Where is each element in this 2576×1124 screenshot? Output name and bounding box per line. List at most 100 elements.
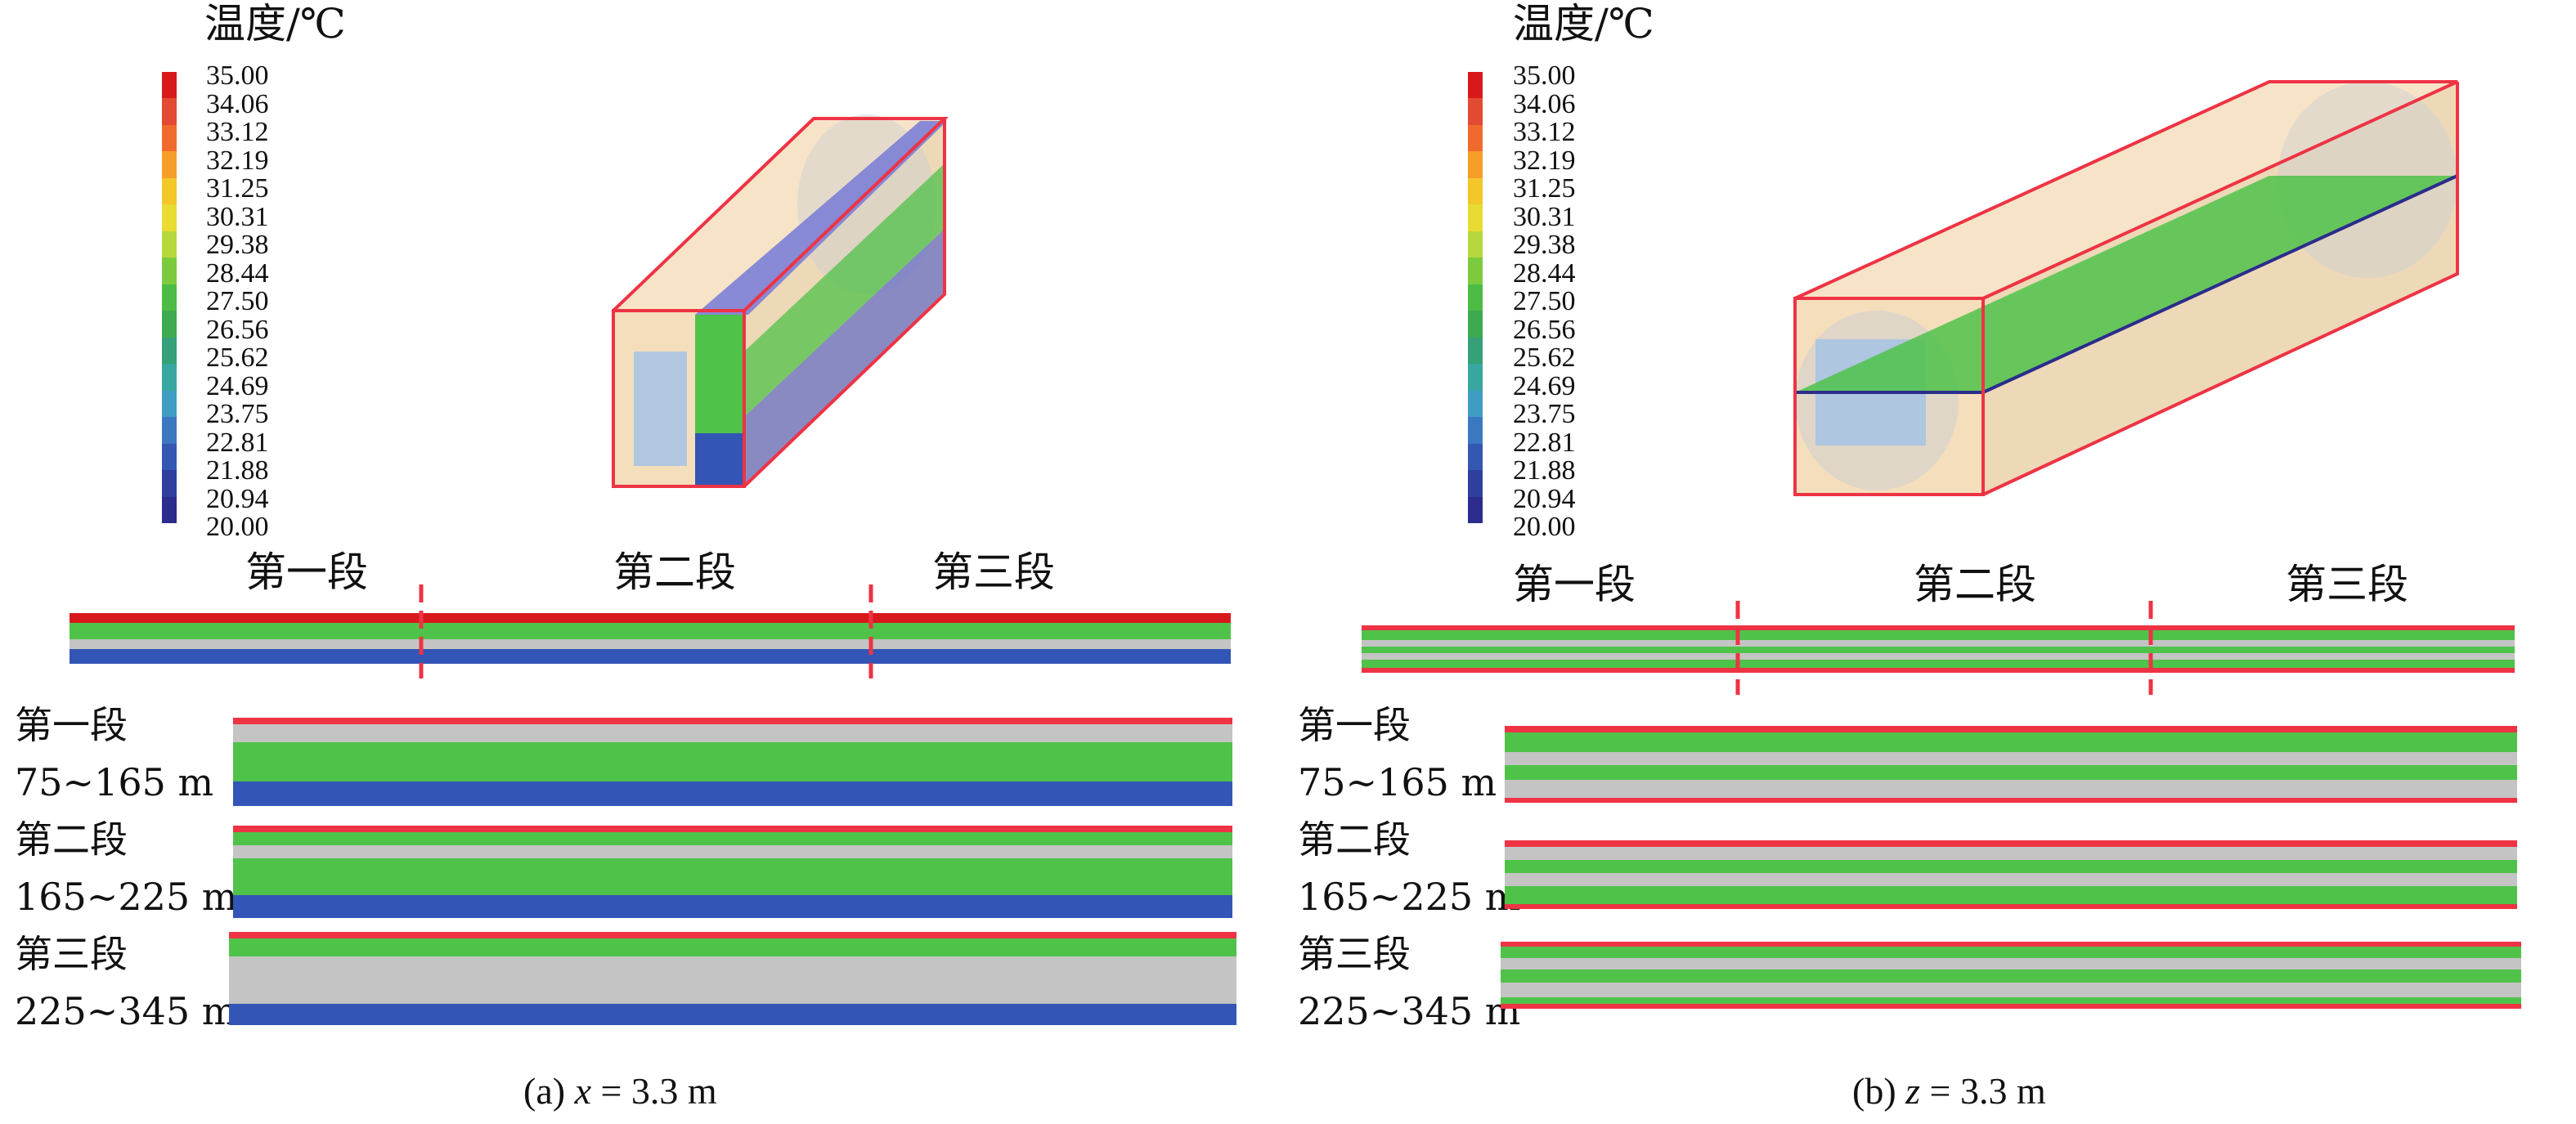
color-bar-swatch [162,470,177,497]
color-bar-tick: 21.88 [206,455,269,486]
slice-edge [1501,1004,2521,1009]
slice-air [1505,732,2517,752]
color-bar-swatch [162,257,177,284]
section-2-slice [1505,840,2517,909]
caption-b: (b) z = 3.3 m [1852,1071,2046,1112]
slice-floor [233,781,1232,806]
color-bar-tick: 22.81 [1513,427,1576,458]
color-bar-swatch [162,417,177,444]
slice-side-line [1982,174,2458,394]
color-bar [162,72,177,523]
color-bar-swatch [1468,364,1483,391]
section-3-label: 第三段 [15,932,128,976]
color-bar-swatch [1468,177,1483,205]
color-bar-swatch [1468,72,1483,99]
box-top-edge [612,117,949,312]
color-bar-swatch [162,177,177,205]
slice-gray [1505,847,2517,860]
box-top-edge [1794,80,2458,300]
slice-air [1505,886,2517,904]
section-3-slice [229,932,1236,1025]
color-bar-tick: 31.25 [1513,173,1576,204]
caption-suffix: = 3.3 m [590,1070,717,1112]
color-bar-tick: 22.81 [206,427,269,458]
color-bar-tick: 23.75 [206,399,269,429]
slice-top-edge [695,121,947,315]
color-bar-tick: 25.62 [1513,343,1576,373]
overview-strip [70,584,1231,678]
color-bar-swatch [162,337,177,365]
slice-edge [1501,942,2521,947]
caption-suffix: = 3.3 m [1920,1070,2046,1112]
color-bar-swatch [162,390,177,418]
slice-edge [1505,798,2517,803]
color-bar-swatch [1468,284,1483,311]
slice-gray [1505,873,2517,886]
slice-floor [229,1004,1236,1025]
color-bar-swatch [162,496,177,523]
slice-air [1501,997,2521,1004]
color-bar-tick: 29.38 [206,230,269,260]
color-bar-swatch [1468,390,1483,418]
section-2-label: 第二段 [15,817,128,862]
overview-strip [1362,601,2515,695]
slice-air [1501,970,2521,983]
legend-title: 温度/℃ [204,0,346,47]
color-bar-swatch [162,124,177,152]
color-bar-swatch [162,151,177,178]
legend-title: 温度/℃ [1513,0,1654,47]
slice-air [233,832,1232,845]
color-bar-swatch [1468,470,1483,497]
slice-gray [1505,780,2517,798]
section-3-range: 225~345 m [15,989,238,1033]
color-bar-tick: 26.56 [206,314,269,345]
slice-air [229,938,1236,956]
segment-label-3: 第三段 [932,549,1055,596]
section-2-slice [233,826,1232,918]
slice-plane [1795,176,2457,392]
segment-label-2: 第二段 [613,549,736,596]
slice-gray [233,845,1232,858]
slice-floor [233,895,1232,918]
color-bar-tick: 21.88 [1513,455,1576,486]
slice-edge [1505,840,2517,847]
strip-bottom-edge [1362,668,2515,673]
color-bar-tick: 27.50 [1513,286,1576,316]
color-bar-tick: 34.06 [1513,88,1576,119]
strip-air [1362,647,2515,653]
section-1-slice [1505,726,2517,803]
section-1-label: 第一段 [1298,703,1411,747]
section-1-slice [233,718,1232,806]
color-bar-tick: 20.00 [206,512,269,542]
strip-air [1362,660,2515,668]
segment-label-3: 第三段 [2286,561,2408,608]
color-bar-tick: 29.38 [1513,230,1576,260]
color-bar-swatch [1468,496,1483,523]
strip-top-edge [70,613,1231,623]
color-bar-tick: 35.00 [206,60,269,91]
section-2-label: 第二段 [1298,817,1411,862]
slice-gray [233,724,1232,742]
strip-air [1362,630,2515,640]
color-bar-swatch [162,204,177,231]
strip-train [70,639,1231,649]
color-bar-tick: 32.19 [1513,145,1576,176]
color-bar-tick: 20.94 [206,483,269,514]
segment-label-2: 第二段 [1914,561,2036,608]
color-bar-swatch [162,311,177,338]
slice-gray [229,956,1236,968]
section-2-range: 165~225 m [1298,875,1521,919]
color-bar-tick: 33.12 [206,117,269,147]
slice-edge [1505,904,2517,909]
slice-air [1505,765,2517,780]
tunnel-3d-view [612,114,949,488]
strip-floor [70,649,1231,664]
slice-floor [695,433,744,486]
color-bar-swatch [1468,443,1483,471]
color-bar-tick: 26.56 [1513,314,1576,345]
color-bar-swatch [1468,257,1483,284]
color-bar-tick: 20.00 [1513,512,1576,542]
color-bar [1468,72,1483,523]
color-bar-tick: 23.75 [1513,399,1576,429]
